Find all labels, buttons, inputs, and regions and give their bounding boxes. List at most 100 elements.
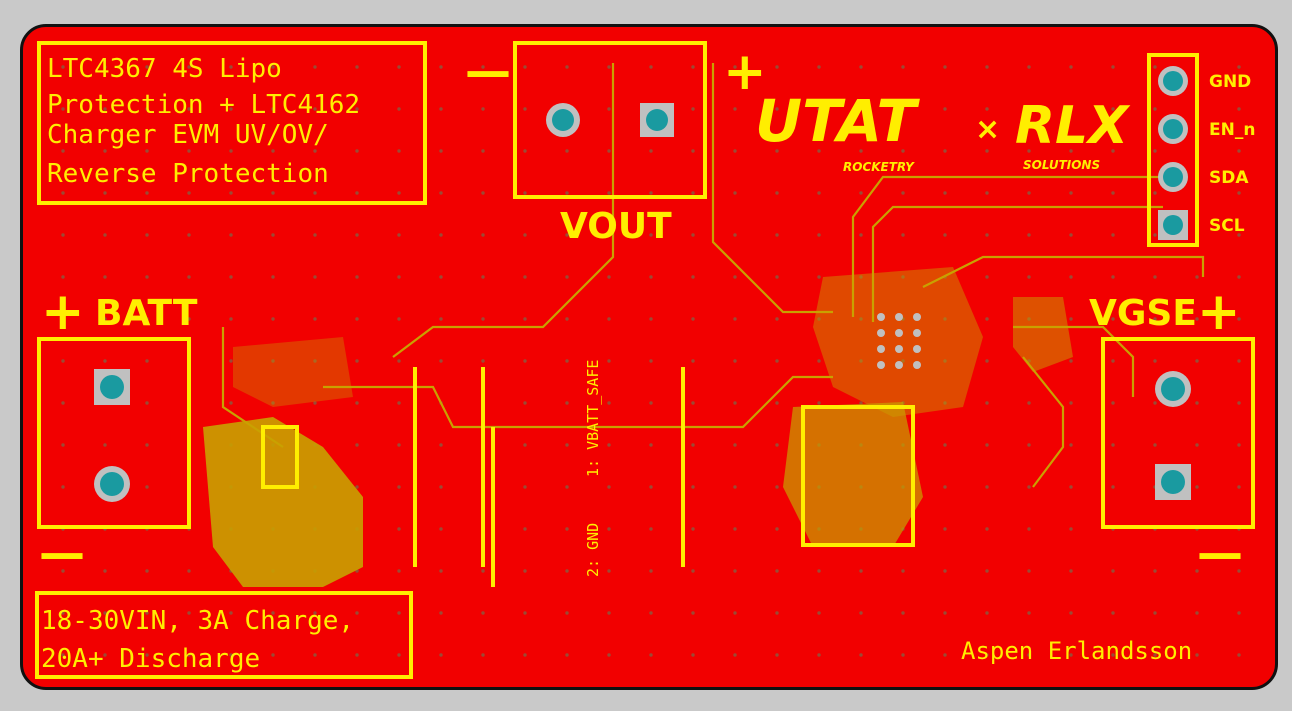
stitch-via (355, 233, 359, 237)
stitch-via (1069, 359, 1073, 363)
title-box (37, 41, 427, 205)
stitch-via (523, 275, 527, 279)
stitch-via (607, 401, 611, 405)
stitch-via (355, 317, 359, 321)
stitch-via (1153, 233, 1157, 237)
stitch-via (1195, 611, 1199, 615)
stitch-via (355, 275, 359, 279)
stitching-vias (61, 65, 1241, 657)
stitch-via (817, 149, 821, 153)
stitch-via (691, 233, 695, 237)
stitch-via (439, 443, 443, 447)
logo-partner: RLX (1015, 96, 1131, 156)
stitch-via (775, 65, 779, 69)
stitch-via (523, 611, 527, 615)
stitch-via (565, 653, 569, 657)
stitch-via (859, 107, 863, 111)
stitch-via (439, 317, 443, 321)
stitch-via (1195, 653, 1199, 657)
stitch-via (229, 233, 233, 237)
stitch-via (775, 107, 779, 111)
stitch-via (817, 191, 821, 195)
stitch-via (1069, 149, 1073, 153)
stitch-via (1237, 317, 1241, 321)
stitch-via (397, 653, 401, 657)
stitch-via (145, 611, 149, 615)
stitch-via (481, 569, 485, 573)
stitch-via (1111, 107, 1115, 111)
stitch-via (523, 527, 527, 531)
stitch-via (229, 317, 233, 321)
stitch-via (691, 65, 695, 69)
utat-rlx-logo: UTAT ROCKETRY × RLX SOLUTIONS (755, 87, 1131, 174)
stitch-via (439, 65, 443, 69)
vout-outline (513, 41, 707, 199)
stitch-via (565, 485, 569, 489)
stitch-via (901, 569, 905, 573)
stitch-via (775, 317, 779, 321)
stitch-via (1069, 233, 1073, 237)
stitch-via (271, 317, 275, 321)
stitch-via (1027, 653, 1031, 657)
stitch-via (397, 191, 401, 195)
stitch-via (1153, 653, 1157, 657)
stitch-via (817, 653, 821, 657)
stitch-via (1237, 653, 1241, 657)
batt-label: BATT (95, 293, 198, 334)
stitch-via (1237, 569, 1241, 573)
stitch-via (1069, 65, 1073, 69)
stitch-via (565, 191, 569, 195)
stitch-via (1153, 149, 1157, 153)
stitch-via (145, 317, 149, 321)
fuse-labels: 1: VBATT_SAFE 2: GND (584, 360, 602, 577)
header-outline (1147, 53, 1199, 247)
stitch-via (523, 149, 527, 153)
pin-label-gnd: GND (1209, 72, 1251, 92)
pin-label-en: EN_n (1209, 120, 1255, 140)
stitch-via (1027, 401, 1031, 405)
stitch-via (817, 233, 821, 237)
vgse-label: VGSE (1089, 293, 1197, 334)
stitch-via (943, 191, 947, 195)
stitch-via (481, 317, 485, 321)
stitch-via (1237, 275, 1241, 279)
stitch-via (649, 65, 653, 69)
stitch-via (397, 485, 401, 489)
stitch-via (733, 107, 737, 111)
stitch-via (271, 611, 275, 615)
stitch-via (481, 653, 485, 657)
stitch-via (103, 191, 107, 195)
stitch-via (1111, 317, 1115, 321)
stitch-via (775, 569, 779, 573)
stitch-via (1069, 443, 1073, 447)
stitch-via (943, 485, 947, 489)
vout-minus: — (465, 44, 511, 98)
stitch-via (145, 275, 149, 279)
stitch-via (691, 527, 695, 531)
specs-line-1: 18-30VIN, 3A Charge, (41, 606, 354, 636)
stitch-via (397, 149, 401, 153)
stitch-via (985, 653, 989, 657)
stitch-via (691, 317, 695, 321)
stitch-via (901, 653, 905, 657)
stitch-via (565, 275, 569, 279)
stitch-via (817, 65, 821, 69)
stitch-via (145, 233, 149, 237)
title-line-4: Reverse Protection (47, 159, 329, 189)
stitch-via (649, 611, 653, 615)
stitch-via (985, 443, 989, 447)
stitch-via (229, 359, 233, 363)
stitch-via (145, 653, 149, 657)
stitch-via (1237, 359, 1241, 363)
stitch-via (607, 443, 611, 447)
stitch-via (901, 191, 905, 195)
stitch-via (187, 569, 191, 573)
stitch-via (355, 401, 359, 405)
stitch-via (901, 149, 905, 153)
stitch-via (943, 149, 947, 153)
stitch-via (1027, 107, 1031, 111)
stitch-via (523, 107, 527, 111)
stitch-via (985, 611, 989, 615)
stitch-via (859, 317, 863, 321)
stitch-via (61, 569, 65, 573)
